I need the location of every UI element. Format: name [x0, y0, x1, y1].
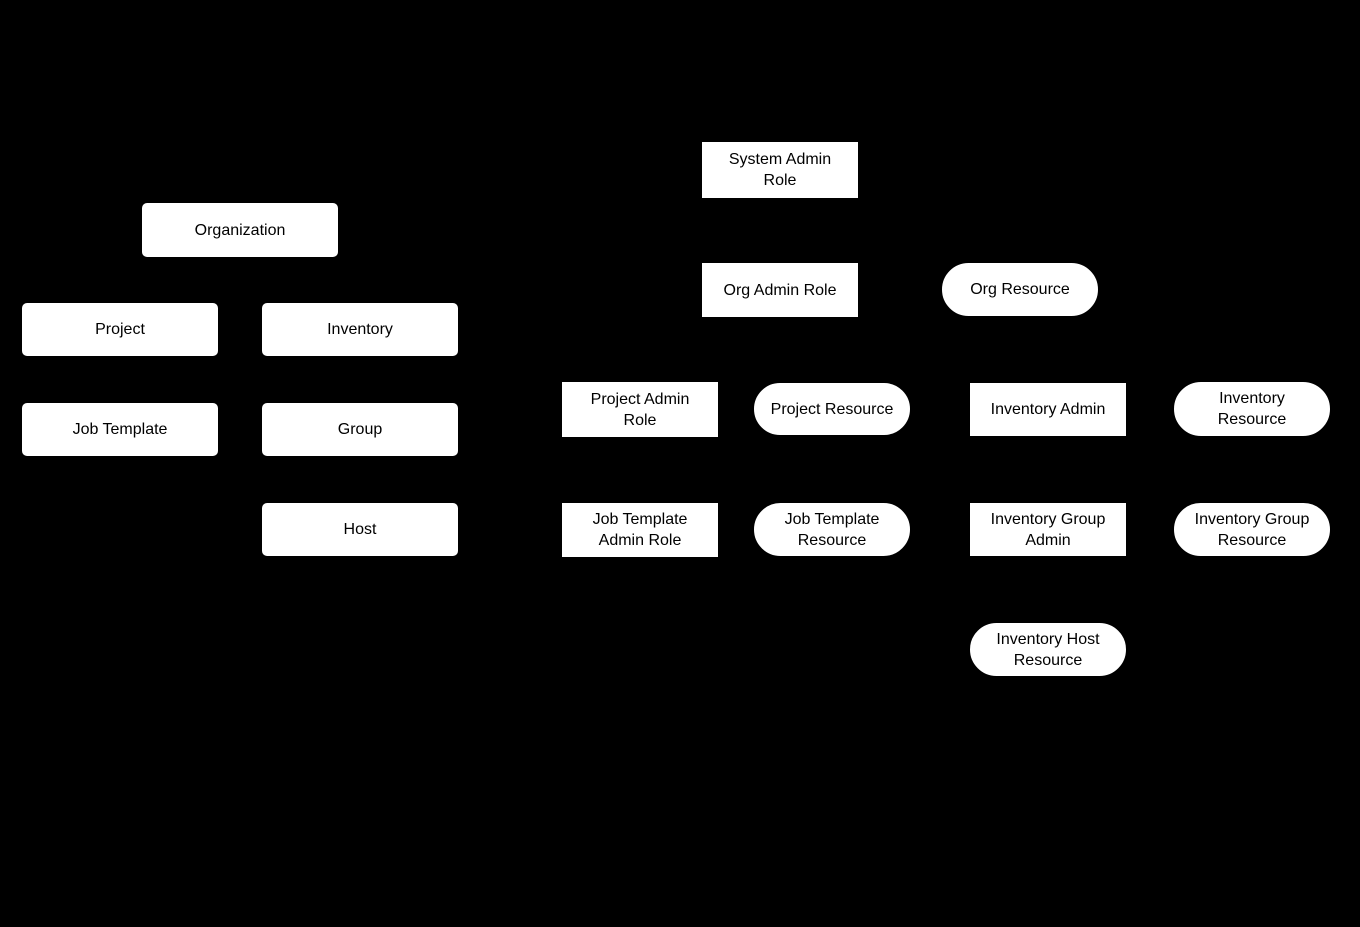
node-project-admin-role: Project Admin Role: [561, 381, 719, 438]
node-job-template: Job Template: [21, 402, 219, 457]
node-project-resource: Project Resource: [753, 382, 911, 436]
node-host: Host: [261, 502, 459, 557]
node-project: Project: [21, 302, 219, 357]
node-org-resource: Org Resource: [941, 262, 1099, 317]
node-inventory-group-resource: Inventory Group Resource: [1173, 502, 1331, 557]
node-inventory-host-resource: Inventory Host Resource: [969, 622, 1127, 677]
node-inventory-resource: Inventory Resource: [1173, 381, 1331, 437]
node-job-template-admin-role: Job Template Admin Role: [561, 502, 719, 558]
node-org-admin-role: Org Admin Role: [701, 262, 859, 318]
node-inventory: Inventory: [261, 302, 459, 357]
node-inventory-admin: Inventory Admin: [969, 382, 1127, 437]
node-job-template-resource: Job Template Resource: [753, 502, 911, 557]
node-organization: Organization: [141, 202, 339, 258]
node-group: Group: [261, 402, 459, 457]
node-system-admin-role: System Admin Role: [701, 141, 859, 199]
node-inventory-group-admin: Inventory Group Admin: [969, 502, 1127, 557]
